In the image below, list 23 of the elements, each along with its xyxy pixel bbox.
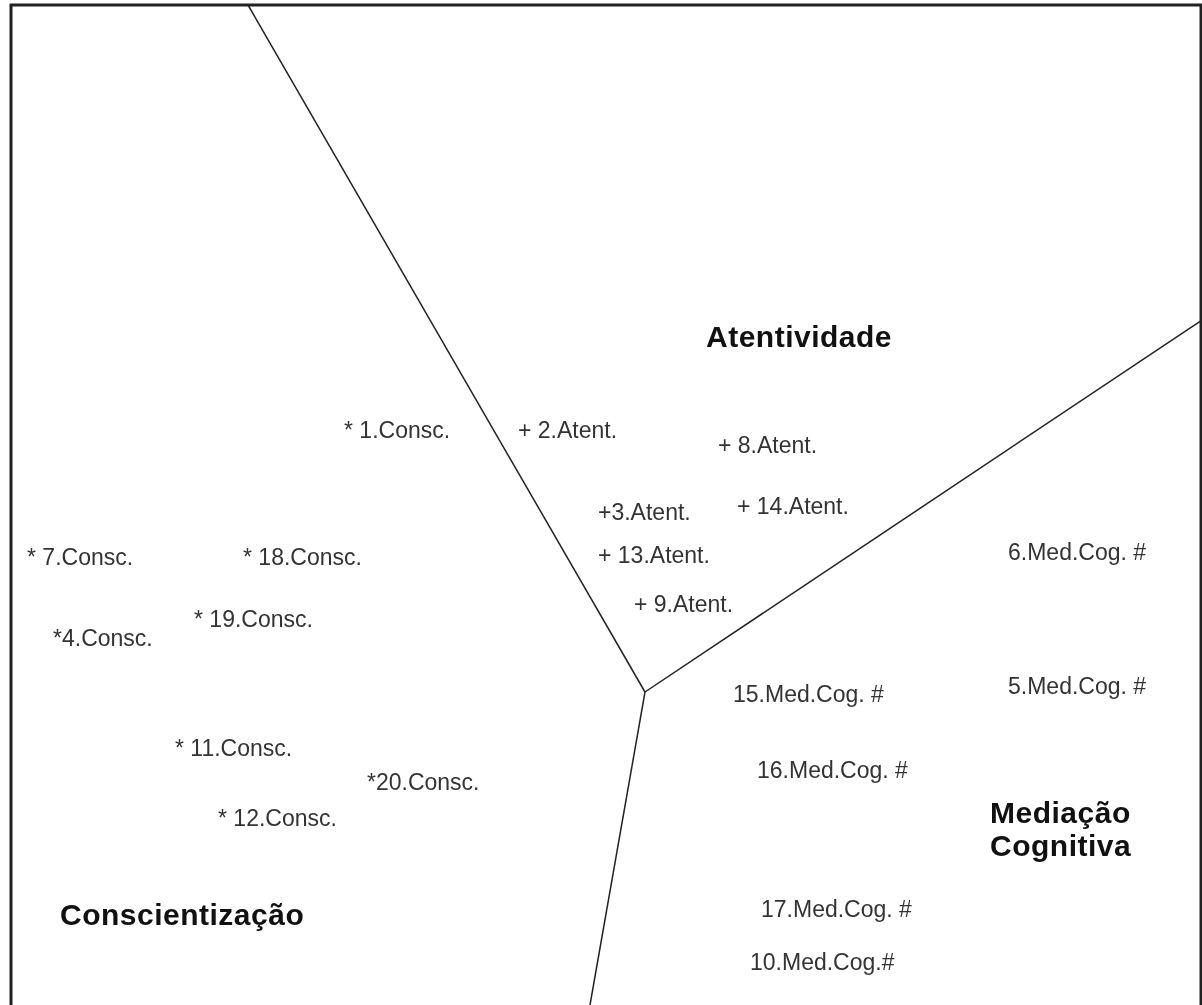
item-label: 10.Med.Cog.#: [750, 950, 895, 976]
item-label: * 7.Consc.: [27, 545, 134, 571]
item-label: + 8.Atent.: [718, 433, 818, 459]
item-label: 6.Med.Cog. #: [1008, 540, 1147, 566]
region-title: Atentividade: [706, 320, 893, 353]
item-label: + 14.Atent.: [737, 494, 849, 520]
region-title: Conscientização: [60, 898, 305, 931]
item-label: + 9.Atent.: [634, 592, 734, 618]
item-label: + 2.Atent.: [518, 418, 618, 444]
region-title: Mediação Cognitiva: [990, 796, 1133, 862]
item-label: * 11.Consc.: [175, 736, 293, 762]
item-label: + 13.Atent.: [598, 543, 710, 569]
item-label: +3.Atent.: [598, 500, 691, 526]
item-label: * 12.Consc.: [218, 806, 337, 832]
item-label: 15.Med.Cog. #: [733, 682, 884, 708]
item-label: 17.Med.Cog. #: [761, 897, 912, 923]
item-label: * 1.Consc.: [344, 418, 451, 444]
item-label: 16.Med.Cog. #: [757, 758, 908, 784]
item-label: *4.Consc.: [53, 626, 153, 652]
item-label: *20.Consc.: [367, 770, 480, 796]
item-label: * 18.Consc.: [243, 545, 362, 571]
item-label: 5.Med.Cog. #: [1008, 674, 1147, 700]
item-label: * 19.Consc.: [194, 607, 313, 633]
